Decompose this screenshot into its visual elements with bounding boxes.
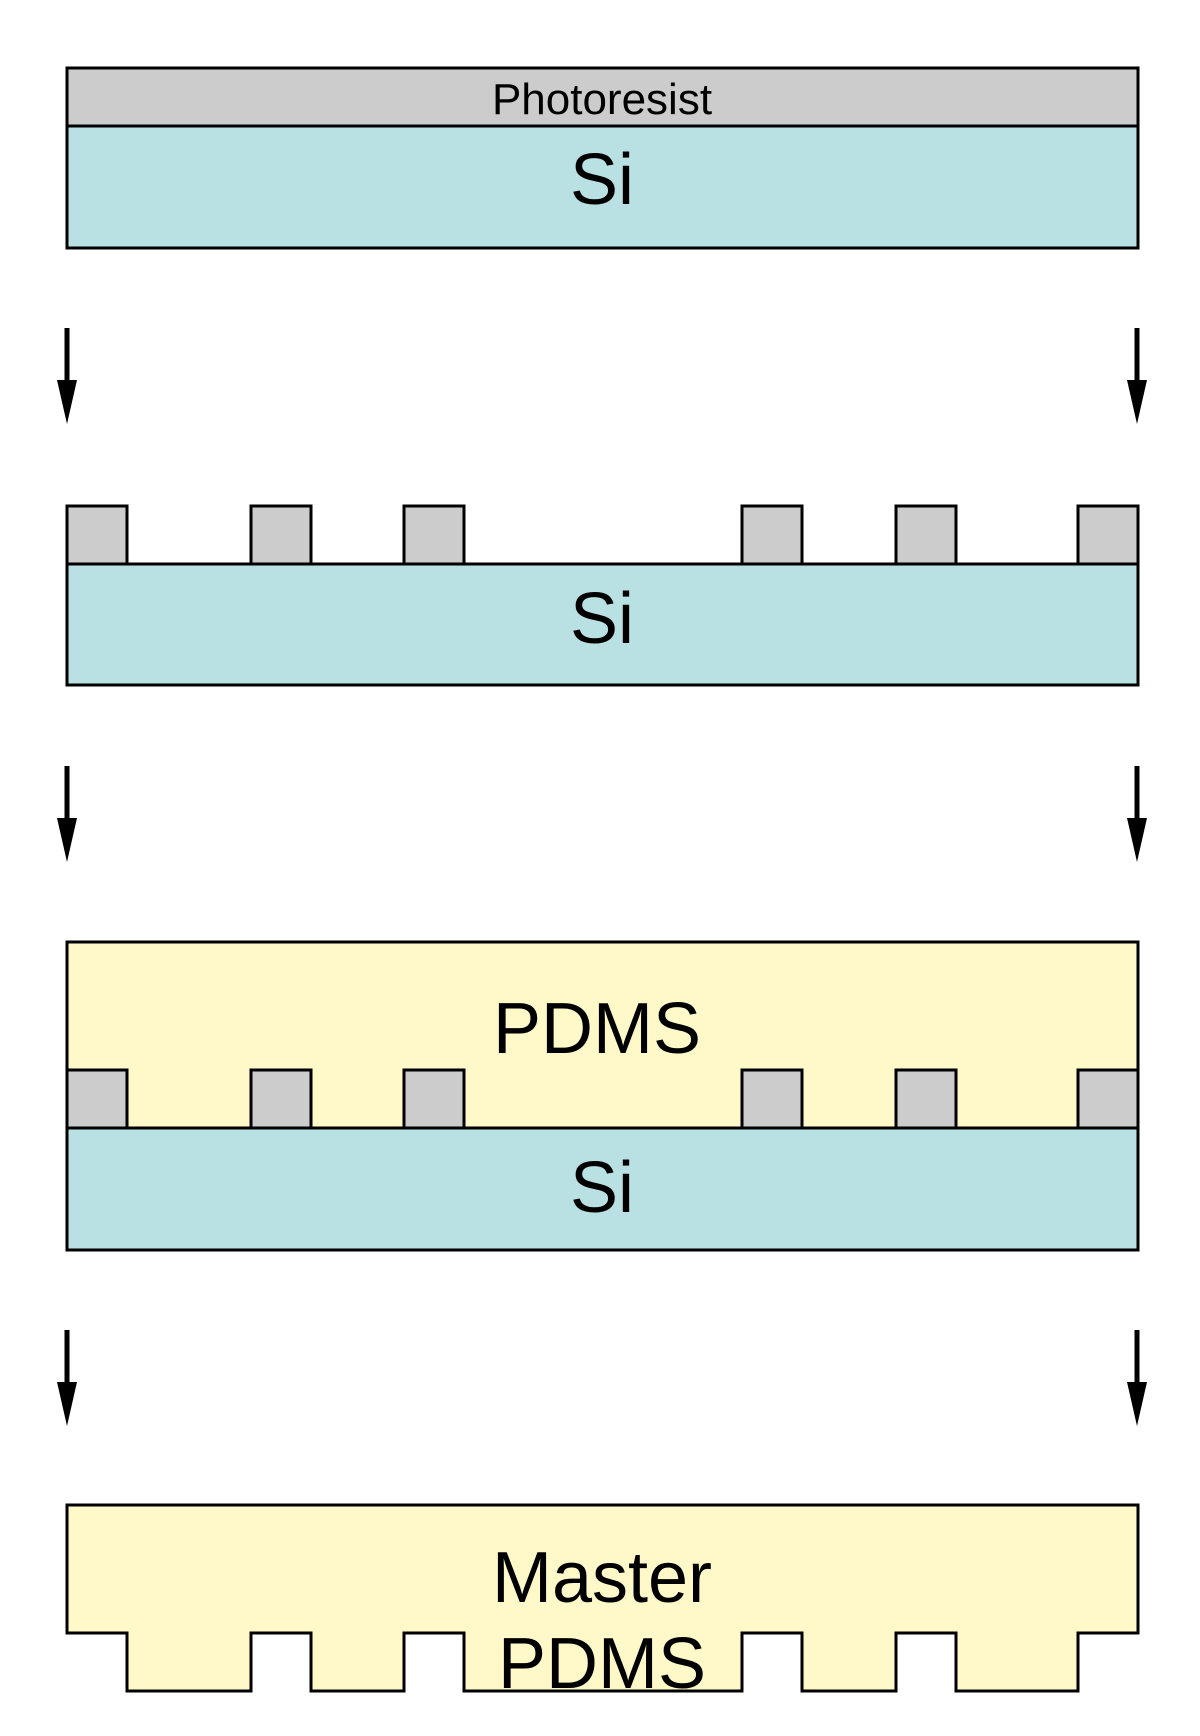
si-substrate-step2: [65, 562, 1140, 687]
down-arrow-icon: [1127, 1330, 1147, 1426]
resist-feature: [740, 504, 804, 566]
si-label-step3: Si: [570, 1148, 634, 1228]
down-arrow-icon: [1127, 328, 1147, 424]
down-arrow-icon: [57, 328, 77, 424]
resist-feature: [249, 1068, 313, 1130]
si-substrate-step3: [65, 1126, 1140, 1252]
master-label-line2: PDMS: [498, 1624, 706, 1704]
arrows-3: [57, 1330, 1147, 1426]
down-arrow-icon: [57, 1330, 77, 1426]
step4-master-pdms: Master PDMS: [65, 1503, 1140, 1704]
down-arrow-icon: [57, 766, 77, 862]
resist-feature: [894, 504, 958, 566]
arrows-2: [57, 766, 1147, 862]
step2-patterned-wafer: Si: [65, 504, 1140, 687]
step3-pdms-cast: PDMS Si: [65, 940, 1140, 1252]
pdms-layer: [65, 940, 1140, 1130]
resist-feature: [1076, 504, 1140, 566]
resist-feature: [894, 1068, 958, 1130]
photoresist-layer: [65, 66, 1140, 128]
master-label-line1: Master: [492, 1538, 712, 1618]
si-label-step2: Si: [570, 579, 634, 659]
resist-feature: [402, 504, 466, 566]
step1-resist-coated-wafer: Photoresist Si: [65, 66, 1140, 250]
resist-feature: [65, 1068, 129, 1130]
resist-feature: [249, 504, 313, 566]
si-substrate-step1: [65, 124, 1140, 250]
master-pdms-shape: [65, 1503, 1140, 1693]
pdms-label-step3: PDMS: [493, 989, 701, 1069]
photoresist-label: Photoresist: [492, 75, 712, 124]
resist-feature: [65, 504, 129, 566]
arrows-1: [57, 328, 1147, 424]
resist-feature: [402, 1068, 466, 1130]
down-arrow-icon: [1127, 766, 1147, 862]
resist-feature: [740, 1068, 804, 1130]
resist-feature: [1076, 1068, 1140, 1130]
si-label-step1: Si: [570, 140, 634, 220]
